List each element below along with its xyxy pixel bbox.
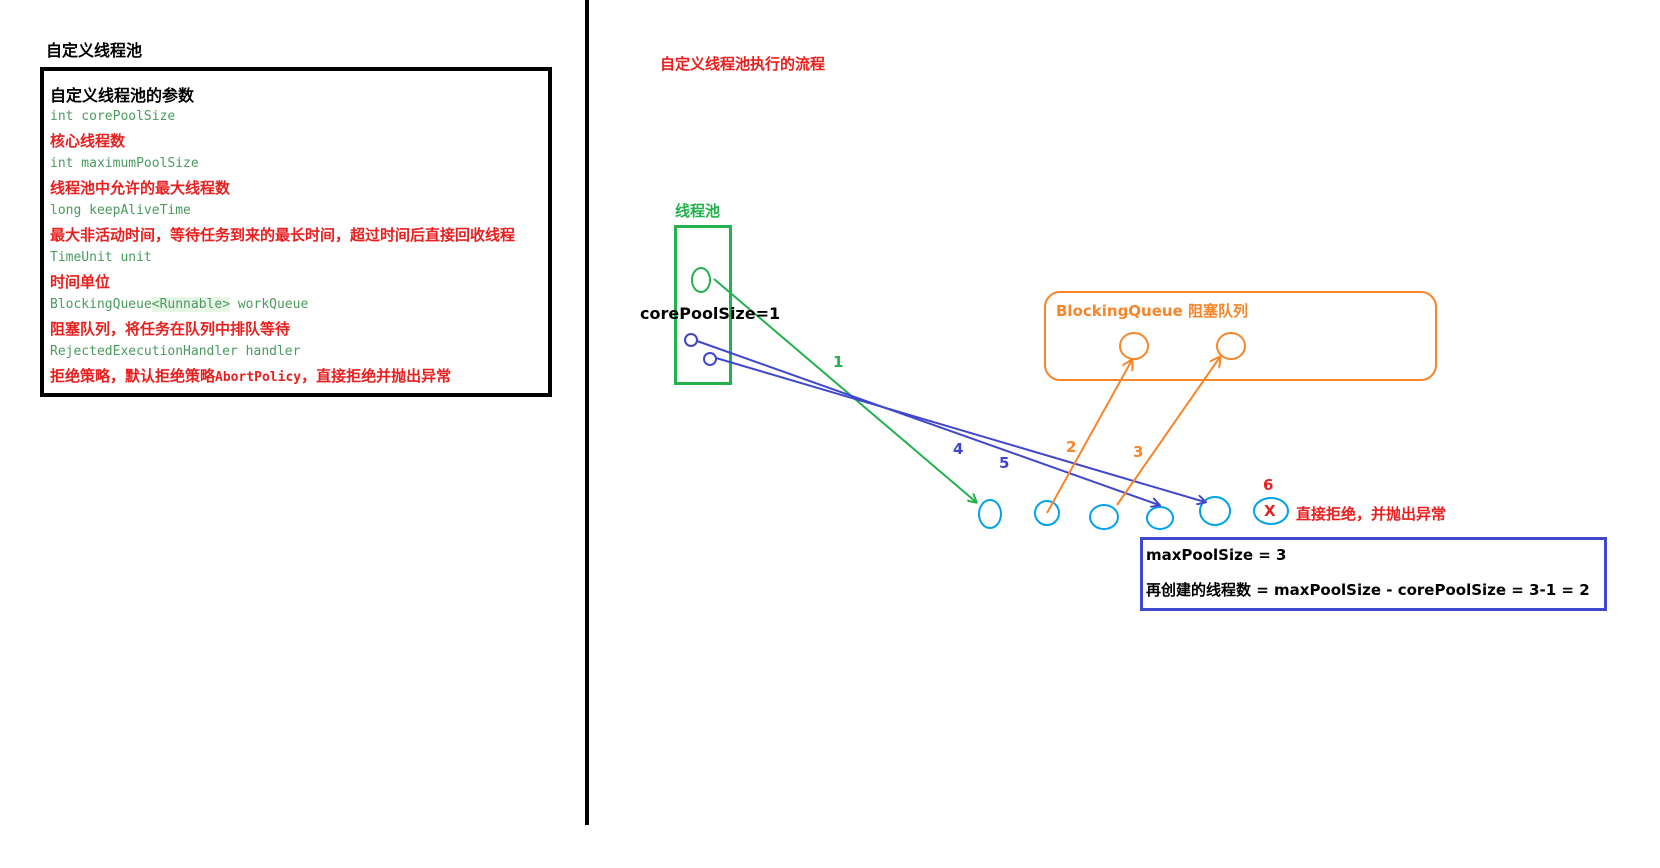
param-code-work-queue: BlockingQueue<Runnable> workQueue <box>50 297 308 312</box>
vertical-divider <box>585 0 589 825</box>
task-2-ellipse <box>1034 500 1060 526</box>
param-desc-keep-alive-time: 最大非活动时间，等待任务到来的最长时间，超过时间后直接回收线程 <box>50 226 516 244</box>
queue-slot-1-ellipse <box>1119 332 1149 360</box>
param-code-work-queue-name: workQueue <box>230 297 309 312</box>
task-1-ellipse <box>978 499 1002 529</box>
arrow-3 <box>1116 357 1220 506</box>
blocking-queue-label: BlockingQueue 阻塞队列 <box>1056 302 1248 320</box>
param-code-work-queue-generic: <Runnable> <box>151 297 231 312</box>
diagram-title: 自定义线程池执行的流程 <box>660 55 826 73</box>
params-box: 自定义线程池的参数 int corePoolSize 核心线程数 int max… <box>40 67 552 397</box>
reject-text: 直接拒绝，并抛出异常 <box>1296 505 1447 523</box>
param-desc-handler-policy: AbortPolicy <box>215 370 302 385</box>
task-5-ellipse <box>703 352 717 366</box>
param-desc-maximum-pool-size: 线程池中允许的最大线程数 <box>50 179 231 197</box>
param-code-time-unit: TimeUnit unit <box>50 250 152 265</box>
param-desc-handler: 拒绝策略，默认拒绝策略AbortPolicy，直接拒绝并抛出异常 <box>50 365 451 386</box>
task-6-ellipse <box>1253 497 1289 525</box>
param-code-work-queue-type: BlockingQueue <box>50 297 152 312</box>
param-code-core-pool-size: int corePoolSize <box>50 109 176 124</box>
arrow-label-2: 2 <box>1066 438 1077 456</box>
arrow-4 <box>696 340 1159 505</box>
param-code-handler: RejectedExecutionHandler handler <box>50 344 301 359</box>
left-panel-title: 自定义线程池 <box>46 41 143 60</box>
arrow-1 <box>713 278 976 502</box>
blocking-queue-box <box>1044 291 1437 381</box>
arrow-label-4: 4 <box>953 440 964 458</box>
task-3-ellipse <box>1089 504 1119 530</box>
task-4b-ellipse <box>1146 506 1174 530</box>
queue-slot-2-ellipse <box>1216 332 1246 360</box>
param-desc-handler-suffix: ，直接拒绝并抛出异常 <box>301 367 452 385</box>
arrow-label-3: 3 <box>1133 443 1144 461</box>
param-desc-core-pool-size: 核心线程数 <box>50 132 126 150</box>
thread-pool-box <box>674 225 732 385</box>
core-pool-size-label: corePoolSize=1 <box>640 304 781 323</box>
arrow-5 <box>715 357 1205 502</box>
params-heading: 自定义线程池的参数 <box>50 86 195 105</box>
max-pool-size-line: maxPoolSize = 3 <box>1146 546 1287 564</box>
extra-threads-line: 再创建的线程数 = maxPoolSize - corePoolSize = 3… <box>1146 581 1590 599</box>
param-desc-work-queue: 阻塞队列，将任务在队列中排队等待 <box>50 320 291 338</box>
core-thread-ellipse <box>691 267 711 293</box>
param-code-maximum-pool-size: int maximumPoolSize <box>50 156 199 171</box>
param-desc-time-unit: 时间单位 <box>50 273 111 291</box>
reject-mark: X <box>1264 502 1276 520</box>
arrow-label-1: 1 <box>833 353 844 371</box>
task-4-ellipse <box>684 333 698 347</box>
arrow-2 <box>1046 360 1132 514</box>
arrow-label-6: 6 <box>1263 476 1274 494</box>
thread-pool-label: 线程池 <box>675 202 721 220</box>
param-desc-handler-prefix: 拒绝策略，默认拒绝策略 <box>50 367 216 385</box>
max-pool-box: maxPoolSize = 3 再创建的线程数 = maxPoolSize - … <box>1140 537 1607 611</box>
task-5b-ellipse <box>1199 496 1231 526</box>
arrow-label-5: 5 <box>999 454 1010 472</box>
param-code-keep-alive-time: long keepAliveTime <box>50 203 191 218</box>
